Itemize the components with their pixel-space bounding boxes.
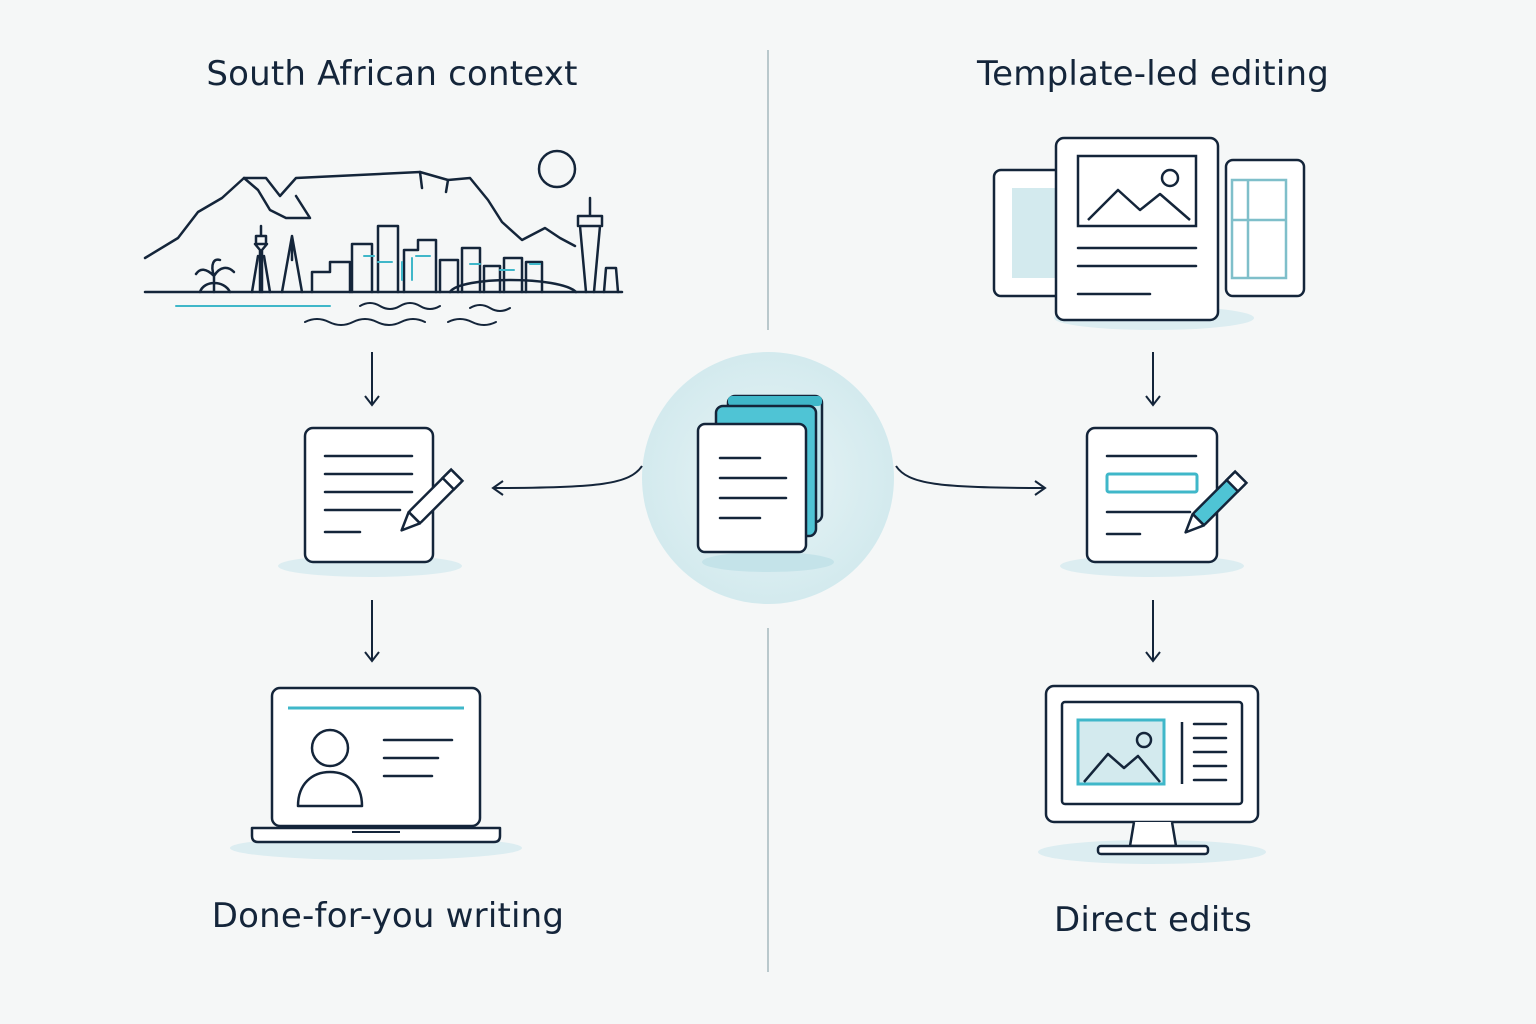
arrow-down-2: [364, 600, 380, 663]
monitor-layout-icon: [1038, 684, 1266, 864]
stacked-documents-icon: [642, 352, 894, 604]
right-title: Template-led editing: [976, 54, 1330, 94]
arrow-to-left-doc: [491, 465, 643, 496]
arrow-down-4: [1145, 600, 1161, 663]
document-edit-icon: [278, 426, 465, 577]
template-pages-icon: [992, 136, 1306, 330]
resume-laptop-icon: [230, 686, 522, 860]
right-caption: Direct edits: [1054, 900, 1252, 940]
cape-town-skyline-icon: [143, 149, 624, 326]
template-document-edit-icon: [1060, 426, 1249, 577]
arrow-down-3: [1145, 352, 1161, 407]
left-title: South African context: [206, 54, 578, 94]
arrow-down-1: [364, 352, 380, 407]
left-caption: Done-for-you writing: [211, 896, 565, 936]
arrow-to-right-doc: [895, 465, 1047, 496]
